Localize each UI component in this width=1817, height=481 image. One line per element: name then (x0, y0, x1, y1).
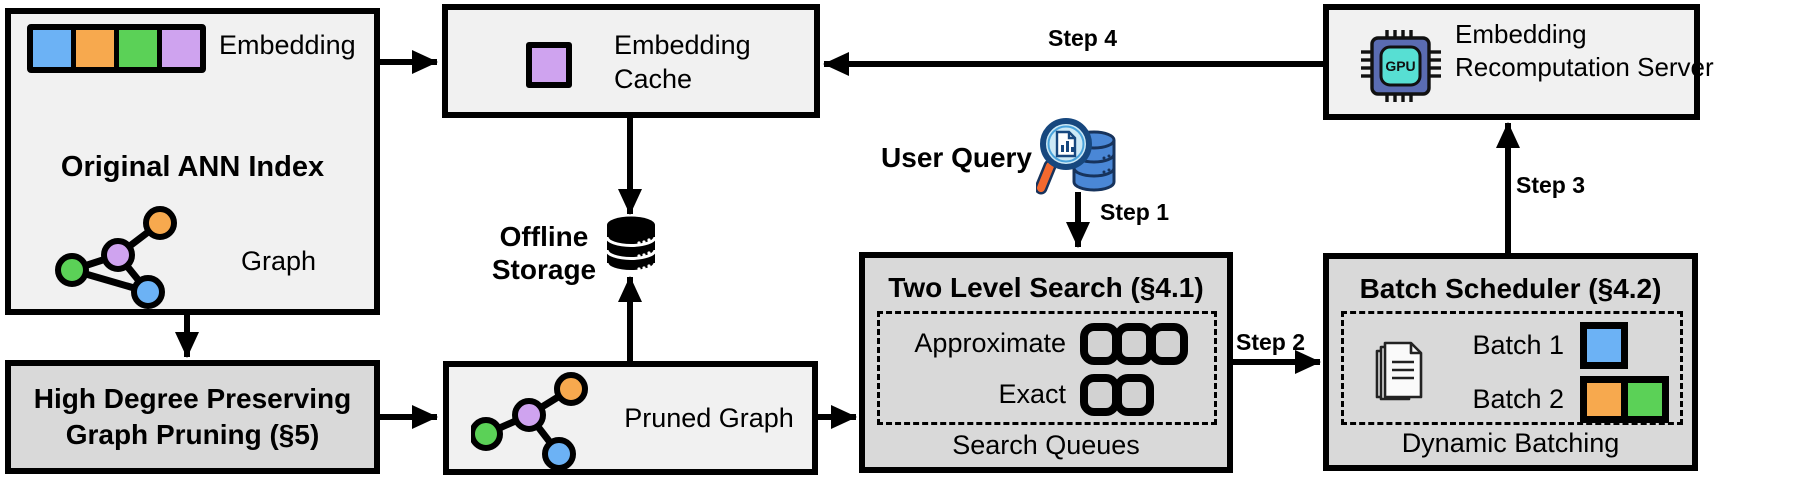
embedding-cache-box: Embedding Cache (442, 4, 820, 118)
batch-scheduler-box: Batch Scheduler (§4.2) Batch 1 (1323, 253, 1698, 471)
recomputation-server-label: Embedding Recomputation Server (1455, 19, 1714, 82)
step3-label: Step 3 (1516, 172, 1586, 198)
batch2-label: Batch 2 (1472, 384, 1564, 414)
offline-storage-db-icon (605, 216, 657, 273)
color-cell (1587, 329, 1621, 362)
recomputation-server-box: GPU Embedding Recomputation Server (1323, 4, 1714, 120)
approximate-queue-slots (1080, 322, 1188, 365)
offline-storage-label: Offline Storage (491, 221, 597, 285)
batch-scheduler-title: Batch Scheduler (§4.2) (1359, 273, 1662, 304)
batch1-cells (1580, 322, 1628, 369)
embedding-label: Embedding (219, 30, 356, 60)
color-cell (162, 30, 200, 67)
step2-label: Step 2 (1236, 329, 1306, 355)
two-level-search-title: Two Level Search (§4.1) (888, 272, 1204, 303)
batch1-label: Batch 1 (1472, 330, 1564, 360)
graph-icon (55, 206, 177, 309)
gpu-chip-text: GPU (1385, 58, 1415, 74)
exact-queue-slots (1080, 373, 1154, 416)
original-ann-index-box: Embedding Original ANN Index Graph (5, 8, 380, 315)
user-query-icon (1036, 118, 1116, 195)
batch2-row: Batch 2 (1444, 376, 1669, 423)
dynamic-batching-footer: Dynamic Batching (1401, 428, 1620, 458)
step4-label: Step 4 (1047, 25, 1118, 51)
batch1-row: Batch 1 (1444, 322, 1628, 369)
graph-label: Graph (241, 246, 317, 276)
ann-index-title: Original ANN Index (60, 151, 325, 183)
color-cell (1587, 383, 1621, 416)
gpu-chip-icon: GPU (1361, 30, 1441, 102)
embedding-cache-label: Embedding Cache (614, 30, 751, 94)
color-cell (1628, 383, 1662, 416)
step1-label: Step 1 (1100, 199, 1170, 225)
documents-icon (1375, 341, 1423, 401)
pruned-graph-icon (471, 372, 588, 471)
color-cell (76, 30, 114, 67)
cached-embedding-icon (526, 42, 572, 88)
queue-slot (1114, 373, 1154, 416)
approximate-row: Approximate (880, 318, 1214, 369)
exact-label: Exact (998, 379, 1066, 409)
exact-row: Exact (880, 369, 1214, 420)
user-query-label: User Query (881, 142, 1032, 173)
high-degree-pruning-title: High Degree Preserving Graph Pruning (§5… (33, 383, 352, 450)
approximate-label: Approximate (914, 328, 1066, 358)
two-level-search-box: Two Level Search (§4.1) Approximate Exac… (859, 252, 1233, 473)
dynamic-batching-panel: Batch 1 Batch 2 (1341, 311, 1683, 425)
pruned-graph-label: Pruned Graph (624, 402, 794, 433)
color-cell (33, 30, 71, 67)
color-cell (119, 30, 157, 67)
batch2-cells (1580, 376, 1669, 423)
search-queues-panel: Approximate Exact (877, 311, 1217, 425)
queue-slot (1148, 322, 1188, 365)
search-queues-footer: Search Queues (952, 430, 1140, 460)
embedding-strip-icon (27, 24, 206, 73)
pruned-graph-box: Pruned Graph (443, 361, 818, 475)
high-degree-pruning-box: High Degree Preserving Graph Pruning (§5… (5, 360, 380, 474)
